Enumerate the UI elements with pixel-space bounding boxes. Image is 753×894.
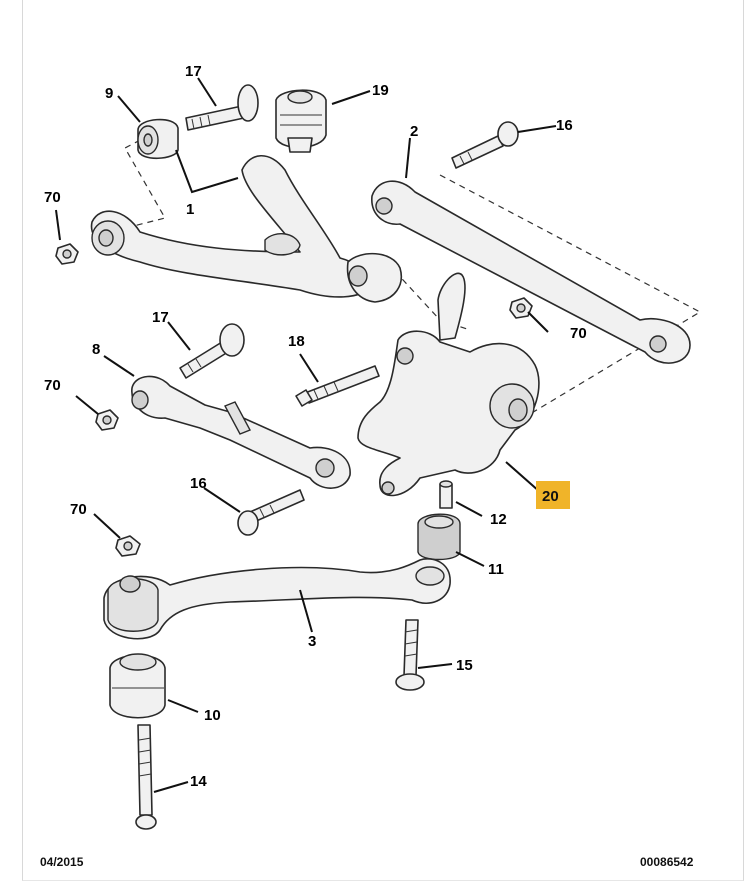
pin-12[interactable] [439, 480, 453, 509]
label-3: 3 [308, 633, 316, 650]
label-14: 14 [190, 773, 207, 790]
nut-70-c[interactable] [95, 409, 119, 431]
label-16-lower: 16 [190, 475, 207, 492]
label-8: 8 [92, 341, 100, 358]
bolt-17-upper[interactable] [185, 84, 259, 131]
label-70-lower-left: 70 [70, 501, 87, 518]
bushing-10[interactable] [109, 653, 166, 719]
bushing-9[interactable] [137, 118, 179, 160]
label-70-upper-left: 70 [44, 189, 61, 206]
bushing-11[interactable] [417, 513, 461, 561]
leader-lines [55, 77, 557, 793]
bolt-14[interactable] [135, 724, 157, 830]
label-10: 10 [204, 707, 221, 724]
toe-link-8[interactable] [131, 375, 351, 489]
label-19: 19 [372, 82, 389, 99]
footer-reference: 00086542 [640, 855, 694, 869]
label-20-highlight [536, 481, 570, 509]
lower-control-arm-3[interactable] [103, 558, 451, 640]
top-mount-19[interactable] [275, 89, 327, 153]
label-1: 1 [186, 201, 194, 218]
label-70-mid-left: 70 [44, 377, 61, 394]
bolt-15[interactable] [395, 619, 425, 691]
label-17-lower: 17 [152, 309, 169, 326]
lateral-link-2[interactable] [371, 180, 691, 364]
label-70-right: 70 [570, 325, 587, 342]
page-frame [22, 0, 744, 881]
knuckle-20[interactable] [357, 272, 540, 497]
nut-70-d[interactable] [115, 535, 141, 557]
label-17-upper: 17 [185, 63, 202, 80]
bolt-16-upper[interactable] [451, 121, 519, 169]
label-11: 11 [488, 561, 504, 578]
nut-70-a[interactable] [55, 243, 79, 265]
label-16-upper: 16 [556, 117, 573, 134]
bolt-16-lower[interactable] [237, 489, 305, 536]
bolt-18[interactable] [295, 365, 380, 407]
upper-control-arm[interactable] [90, 155, 402, 303]
label-18: 18 [288, 333, 305, 350]
nut-70-b[interactable] [509, 297, 533, 319]
label-9: 9 [105, 85, 113, 102]
bolt-17-lower[interactable] [179, 323, 245, 379]
label-20: 20 [542, 488, 559, 505]
label-2: 2 [410, 123, 418, 140]
footer-date: 04/2015 [40, 855, 84, 869]
callout-labels: 17 9 19 2 16 70 1 70 17 18 8 70 16 20 70… [44, 63, 587, 790]
label-12: 12 [490, 511, 507, 528]
label-15: 15 [456, 657, 473, 674]
